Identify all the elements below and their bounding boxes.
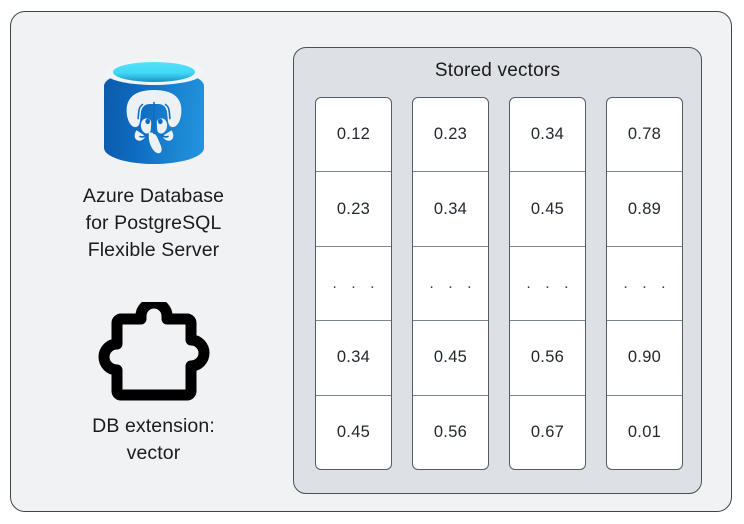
vector-column: 0.34 0.45 . . . 0.56 0.67 (509, 97, 586, 470)
vector-cell-ellipsis: . . . (607, 247, 682, 322)
vector-cell: 0.67 (530, 422, 565, 441)
vector-cell-ellipsis: . . . (413, 247, 488, 322)
vector-cell: 0.34 (510, 98, 585, 173)
vector-cell: 0.45 (510, 172, 585, 247)
azure-caption-line-1: Azure Database (82, 185, 225, 207)
vector-cell: 0.90 (607, 321, 682, 396)
vector-cell: 0.56 (433, 422, 468, 441)
db-extension-caption: DB extension: vector (92, 413, 215, 467)
vector-cell: 0.78 (607, 98, 682, 173)
azure-database-caption: Azure Database for PostgreSQL Flexible S… (83, 183, 224, 264)
diagram-card: Azure Database for PostgreSQL Flexible S… (10, 11, 732, 512)
vector-cell: 0.23 (413, 98, 488, 173)
vector-cell: 0.45 (413, 321, 488, 396)
extension-caption-line-1: DB extension: (92, 415, 215, 437)
vector-cell-ellipsis: . . . (316, 247, 391, 322)
vector-cell: 0.56 (510, 321, 585, 396)
vector-cell: 0.01 (627, 422, 662, 441)
vector-column: 0.12 0.23 . . . 0.34 0.45 (315, 97, 392, 470)
stored-vectors-title: Stored vectors (434, 60, 561, 81)
vector-cell: 0.89 (607, 172, 682, 247)
vector-cell: 0.34 (316, 321, 391, 396)
puzzle-piece-icon (98, 302, 209, 401)
azure-database-postgresql-icon (102, 56, 206, 172)
vector-column: 0.78 0.89 . . . 0.90 0.01 (606, 97, 683, 470)
azure-caption-line-2: for PostgreSQL (85, 212, 222, 234)
vector-column: 0.23 0.34 . . . 0.45 0.56 (412, 97, 489, 470)
left-column: Azure Database for PostgreSQL Flexible S… (31, 37, 276, 492)
stored-vectors-panel: Stored vectors 0.12 0.23 . . . 0.34 0.45… (293, 47, 702, 494)
vector-cell: 0.12 (316, 98, 391, 173)
azure-caption-line-3: Flexible Server (87, 239, 220, 261)
vector-cell-ellipsis: . . . (510, 247, 585, 322)
vector-cell: 0.34 (413, 172, 488, 247)
extension-caption-line-2: vector (126, 442, 181, 464)
vector-cell: 0.45 (336, 422, 371, 441)
vector-cell: 0.23 (316, 172, 391, 247)
vector-grid: 0.12 0.23 . . . 0.34 0.45 0.23 0.34 . . … (315, 97, 683, 470)
database-cylinder-top-fill (112, 62, 195, 82)
postgresql-elephant-icon (126, 90, 181, 154)
